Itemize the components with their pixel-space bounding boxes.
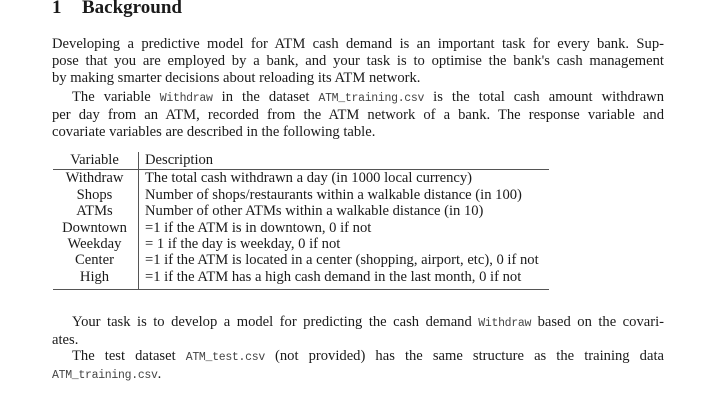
cell-description: Number of shops/restaurants within a wal… — [145, 186, 522, 203]
table-row: Shops Number of shops/restaurants within… — [53, 186, 549, 204]
cell-variable: Shops — [53, 186, 139, 204]
task-line-1: Your task is to develop a model for pred… — [72, 314, 664, 330]
cell-variable: Downtown — [53, 219, 139, 237]
table-row: ATMs Number of other ATMs within a walka… — [53, 203, 549, 220]
cell-description: = 1 if the day is weekday, 0 if not — [145, 236, 341, 253]
table-row: High =1 if the ATM has a high cash deman… — [53, 268, 549, 291]
table-row: Center =1 if the ATM is located in a cen… — [53, 252, 549, 269]
cell-description: =1 if the ATM is located in a center (sh… — [145, 252, 539, 269]
section-title: Background — [82, 0, 182, 18]
table-header-row: Variable Description — [53, 152, 549, 170]
code-training-file: ATM_training.csv — [318, 92, 425, 105]
code-withdraw: Withdraw — [478, 317, 532, 330]
cell-variable: High — [53, 268, 139, 291]
header-variable: Variable — [53, 152, 139, 170]
variable-paragraph: The variable Withdraw in the dataset ATM… — [52, 89, 664, 141]
header-description: Description — [145, 152, 214, 168]
variable-line-1: The variable Withdraw in the dataset ATM… — [72, 89, 665, 105]
variable-line-2: per day from an ATM, recorded from the A… — [52, 107, 664, 123]
task-paragraph: Your task is to develop a model for pred… — [52, 314, 664, 349]
intro-line: pose that you are employed by a bank, an… — [52, 53, 664, 69]
table-row: Downtown =1 if the ATM is in downtown, 0… — [53, 219, 549, 237]
test-line-1: The test dataset ATM_test.csv (not provi… — [72, 348, 664, 364]
section-heading: 1 Background — [52, 0, 182, 19]
cell-description: =1 if the ATM has a high cash demand in … — [138, 268, 549, 291]
table-row: Weekday = 1 if the day is weekday, 0 if … — [53, 236, 549, 253]
variable-line-3: covariate variables are described in the… — [52, 124, 376, 140]
table-row: Withdraw The total cash withdrawn a day … — [53, 169, 549, 187]
cell-description: Number of other ATMs within a walkable d… — [145, 203, 484, 220]
task-line-2: ates. — [52, 332, 79, 348]
cell-variable: Withdraw — [53, 169, 139, 187]
section-number: 1 — [52, 0, 62, 18]
test-line-2: ATM_training.csv. — [52, 366, 162, 382]
code-training-file: ATM_training.csv — [52, 369, 158, 382]
cell-variable: Weekday — [53, 236, 139, 253]
intro-line: Developing a predictive model for ATM ca… — [52, 36, 664, 52]
test-paragraph: The test dataset ATM_test.csv (not provi… — [52, 348, 664, 384]
cell-description: The total cash withdrawn a day (in 1000 … — [138, 169, 549, 187]
code-withdraw: Withdraw — [159, 92, 213, 105]
cell-variable: Center — [53, 252, 139, 269]
code-test-file: ATM_test.csv — [185, 351, 266, 364]
variables-table: Variable Description Withdraw The total … — [53, 152, 549, 291]
cell-variable: ATMs — [53, 203, 139, 220]
intro-line: by making smarter decisions about reload… — [52, 70, 421, 86]
intro-paragraph: Developing a predictive model for ATM ca… — [52, 36, 664, 87]
cell-description: =1 if the ATM is in downtown, 0 if not — [145, 219, 372, 236]
